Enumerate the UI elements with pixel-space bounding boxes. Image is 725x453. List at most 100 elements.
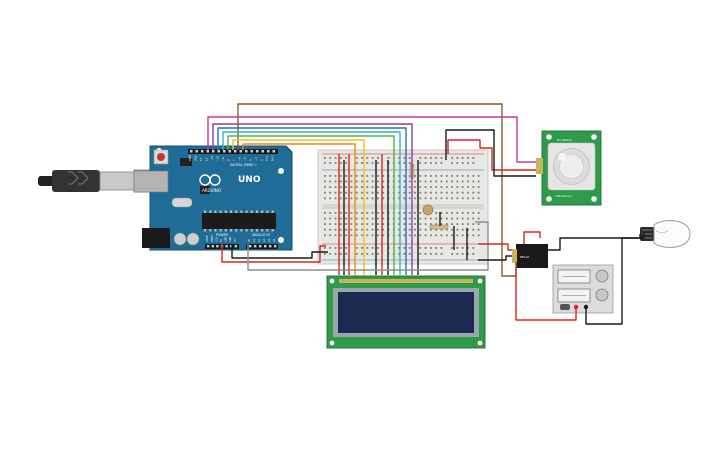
digital-pin-label: AREF <box>188 154 192 161</box>
digital-pin[interactable] <box>234 150 237 153</box>
digital-pin[interactable] <box>190 150 193 153</box>
analog-pin-label: A4 <box>268 238 271 242</box>
breadboard-center-channel <box>322 204 484 209</box>
wire-blue[interactable] <box>217 127 407 275</box>
digital-pin[interactable] <box>212 150 215 153</box>
wire-red-5v[interactable] <box>221 244 326 263</box>
power-switch[interactable] <box>560 304 570 310</box>
wire-gray-analog[interactable] <box>247 221 489 271</box>
analog-pin[interactable] <box>249 245 252 248</box>
wire-black-pir[interactable] <box>445 129 536 177</box>
wire-red-relay[interactable] <box>478 243 512 251</box>
analog-header <box>246 244 278 249</box>
crystal <box>171 197 193 208</box>
atmega-chip <box>202 213 276 229</box>
analog-pin[interactable] <box>264 245 267 248</box>
power-jack <box>142 228 170 248</box>
analog-pin-label: A3 <box>263 238 266 242</box>
relay-pins <box>512 249 517 263</box>
analog-pin[interactable] <box>274 245 277 248</box>
digital-pin-label: ~11 <box>210 155 214 161</box>
digital-pin[interactable] <box>201 150 204 153</box>
mount-hole <box>329 340 335 346</box>
resistor[interactable] <box>429 224 449 230</box>
wire-black-bulb[interactable] <box>548 234 641 251</box>
breadboard[interactable] <box>317 149 489 265</box>
digital-pin-label: ~10 <box>216 155 220 161</box>
digital-pin[interactable] <box>195 150 199 153</box>
wire-red-supply[interactable] <box>515 268 577 321</box>
power-pin-label: 5V <box>220 239 223 242</box>
digital-pin[interactable] <box>261 150 265 153</box>
power-pin-label: GND <box>225 237 228 242</box>
power-pin[interactable] <box>230 245 233 248</box>
lcd-display[interactable] <box>326 275 486 349</box>
power-pin[interactable] <box>216 245 219 248</box>
analog-pin[interactable] <box>254 245 257 248</box>
power-pin[interactable] <box>234 245 237 248</box>
mount-hole <box>278 237 284 243</box>
digital-pin[interactable] <box>206 150 210 153</box>
digital-pin-label: ~3 <box>254 157 258 161</box>
wire-green[interactable] <box>227 135 395 275</box>
wire-red-relay-top[interactable] <box>523 231 541 244</box>
digital-pin-label: 13 <box>199 157 203 161</box>
analog-pin[interactable] <box>259 245 262 248</box>
bulb-glass <box>653 220 691 248</box>
mount-hole <box>591 196 597 202</box>
lcd-screen <box>338 292 474 333</box>
wire-black-supply[interactable] <box>585 232 645 325</box>
digital-pin-label: 7 <box>232 159 236 161</box>
wire-orange[interactable] <box>242 143 356 275</box>
power-pin[interactable] <box>207 245 210 248</box>
mount-hole <box>591 134 597 140</box>
digital-pin[interactable] <box>239 150 243 153</box>
current-knob[interactable] <box>595 288 609 302</box>
digital-pin-label: ~5 <box>243 157 247 161</box>
digital-pin[interactable] <box>267 150 270 153</box>
terminal-positive[interactable] <box>573 304 579 310</box>
digital-pin-label: ~9 <box>221 157 225 161</box>
analog-pin-label: A5 <box>273 238 276 242</box>
light-bulb[interactable] <box>640 220 691 248</box>
pir-pin-header <box>536 158 543 174</box>
relay-label: RELAY <box>520 255 530 259</box>
capacitor <box>173 232 187 246</box>
digital-pin[interactable] <box>217 150 221 153</box>
wire-black-relay[interactable] <box>478 255 512 261</box>
wire-magenta[interactable] <box>207 116 536 163</box>
usb-plug-body <box>52 170 100 192</box>
chip-pins <box>204 210 274 232</box>
digital-pin-label: 2 <box>260 159 264 161</box>
lcd-pin-header <box>339 279 473 283</box>
digital-pin[interactable] <box>272 150 276 153</box>
relay[interactable]: RELAY <box>512 244 548 268</box>
wire-purple[interactable] <box>212 123 413 275</box>
power-pin-label: Vin <box>234 238 237 242</box>
mount-hole <box>329 278 335 284</box>
wire-red-pir[interactable] <box>447 139 536 171</box>
pir-lens-highlight <box>558 153 566 161</box>
digital-pin-label: 4 <box>249 159 253 161</box>
wire-cyan[interactable] <box>222 131 401 275</box>
power-supply[interactable] <box>552 264 614 314</box>
wire-yellow[interactable] <box>232 139 365 275</box>
digital-pin[interactable] <box>223 150 226 153</box>
pir-sensor[interactable]: HC-SR501 PIR Sensor <box>536 130 602 206</box>
power-pin[interactable] <box>211 245 214 248</box>
pir-bottom-label: PIR Sensor <box>556 194 573 198</box>
photoresistor[interactable] <box>422 204 434 216</box>
wire-black-gnd[interactable] <box>231 244 328 259</box>
power-pin[interactable] <box>225 245 228 248</box>
analog-pin[interactable] <box>269 245 272 248</box>
digital-pin[interactable] <box>245 150 248 153</box>
digital-pin[interactable] <box>228 150 232 153</box>
power-pin-label: 3.3V <box>215 236 218 242</box>
terminal-negative[interactable] <box>583 304 589 310</box>
digital-pin[interactable] <box>250 150 254 153</box>
voltage-knob[interactable] <box>595 269 609 283</box>
digital-pin[interactable] <box>256 150 259 153</box>
